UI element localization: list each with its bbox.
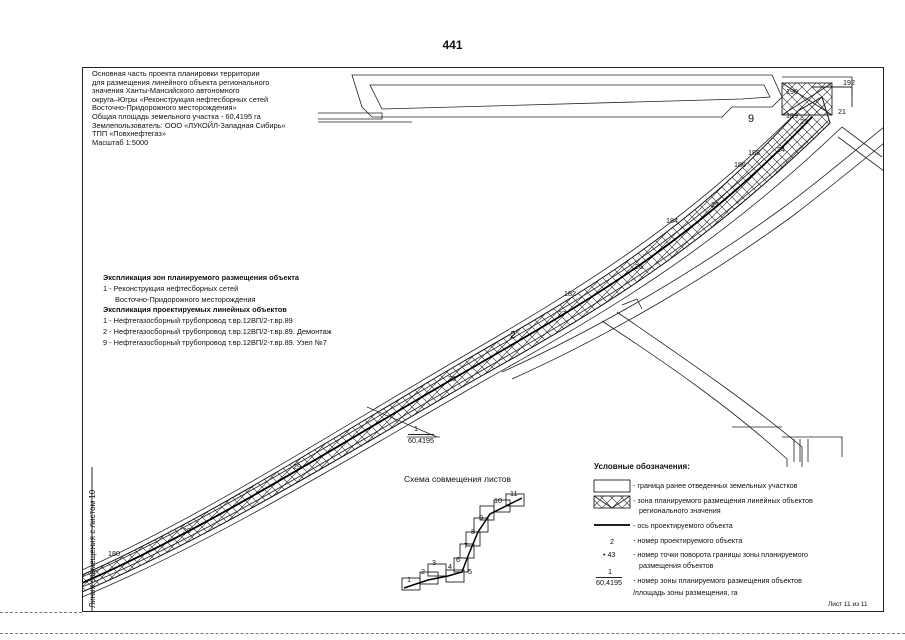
legend-point-sample: • 43 <box>603 550 616 559</box>
scheme-sheet-number: 3 <box>432 558 436 567</box>
scheme-sheet-number: 8 <box>471 527 475 536</box>
title-line: значения Ханты-Мансийского автономного <box>92 86 240 96</box>
point-label: 189 <box>786 111 798 120</box>
point-label: 182 <box>564 289 576 298</box>
title-line: Основная часть проекта планировки террит… <box>92 69 260 78</box>
title-line: округа–Югры «Реконструкция нефтесборных … <box>92 94 269 104</box>
point-label: 26 <box>635 262 643 271</box>
legend-item: - номер зоны планируемого размещения объ… <box>633 576 802 585</box>
scheme-sheet-number: 5 <box>468 567 472 576</box>
legend-point-number-sample: 43 <box>607 550 616 559</box>
legend-symbols <box>593 479 631 526</box>
scale-line: Масштаб 1:5000 <box>92 137 149 147</box>
sheet-scheme <box>401 493 525 591</box>
title-line: для размещения линейного объекта региона… <box>92 77 270 87</box>
legend-object-number-sample: 2 <box>610 537 614 546</box>
legend-zone-number-sample: 1 <box>608 567 612 576</box>
point-label: 180 <box>108 549 120 558</box>
point-label: 188 <box>748 148 760 157</box>
legend-item: регионального значения <box>639 506 721 515</box>
scheme-sheet-number: 6 <box>456 555 460 564</box>
point-label: 29 <box>293 462 301 471</box>
object-number: 2 <box>510 330 516 341</box>
scan-artifact <box>0 612 82 613</box>
scheme-sheet-number: 7 <box>464 541 468 550</box>
scheme-sheet-number: 10 <box>494 496 502 505</box>
title-block: Основная часть проекта планировки террит… <box>92 69 286 147</box>
point-label: 24 <box>777 145 785 154</box>
point-label: 186 <box>734 160 746 169</box>
legend-item: /площадь зоны размещения, га <box>633 588 738 597</box>
sheet-frame <box>82 67 884 612</box>
sheet-footer: Лист 11 из 11 <box>828 601 868 608</box>
legend-title: Условные обозначения: <box>594 462 690 471</box>
legend-item: - ось проектируемого объекта <box>633 521 733 530</box>
legend-item: - номер точки поворота границы зоны план… <box>633 550 809 559</box>
tpp-line: ТПП «Повхнефтегаз» <box>92 129 166 139</box>
scheme-sheet-number: 1 <box>407 575 411 584</box>
planned-zone <box>82 96 831 593</box>
existing-land-boundaries <box>318 74 884 172</box>
scheme-sheet-number: 4 <box>448 562 452 571</box>
point-label: 30 <box>183 526 191 535</box>
legend-zone-area-sample: 60,4195 <box>596 577 622 587</box>
object-item: 2 - Нефтегазосборный трубопровод т.вр.12… <box>103 326 332 336</box>
point-label: 184 <box>666 216 678 225</box>
scheme-title: Схема совмещения листов <box>404 474 512 484</box>
point-label: 21 <box>838 107 846 116</box>
scheme-sheet-number: 11 <box>510 489 518 498</box>
object-number: 9 <box>748 113 755 125</box>
point-label: 190 <box>786 87 798 96</box>
scheme-sheet-number: 9 <box>479 513 483 522</box>
area-line: Общая площадь земельного участка - 60,41… <box>92 111 261 121</box>
legend-boundary-symbol <box>593 479 631 493</box>
scan-artifact <box>0 633 905 634</box>
object-item: 9 - Нефтегазосборный трубопровод т.вр.12… <box>103 337 327 347</box>
legend-item: - номер проектируемого объекта <box>633 536 743 545</box>
objects-explication-title: Экспликация проектируемых линейных объек… <box>103 305 287 315</box>
node-area <box>781 82 853 116</box>
title-line: Восточно-Придорожного месторождения» <box>92 103 237 113</box>
land-user-line: Землепользователь: ООО «ЛУКОЙЛ-Западная … <box>92 120 286 130</box>
object-axis <box>82 116 813 584</box>
zone-area: 60,4195 <box>408 434 434 445</box>
plan-map <box>82 74 884 612</box>
zone-item: 1 - Реконструкция нефтесборных сетей <box>103 283 239 293</box>
zone-number: 1 <box>414 424 418 433</box>
point-label: 28 <box>448 374 456 383</box>
point-label: 192 <box>843 78 855 87</box>
zone-item: Восточно-Придорожного месторождения <box>115 294 256 304</box>
object-item: 1 - Нефтегазосборный трубопровод т.вр.12… <box>103 316 293 326</box>
scheme-sheet-number: 2 <box>421 567 425 576</box>
legend-item: размещения объектов <box>639 561 714 570</box>
page-number: 441 <box>442 38 463 52</box>
point-label: 25 <box>711 200 719 209</box>
legend-item: - граница ранее отведенных земельных уча… <box>633 481 798 490</box>
explication-block: Экспликация зон планируемого размещения … <box>103 273 332 349</box>
zones-explication-title: Экспликация зон планируемого размещения … <box>103 273 300 282</box>
point-label: 23 <box>800 117 808 126</box>
point-dot-icon: • <box>603 550 606 559</box>
side-road <box>601 298 843 467</box>
legend-item: - зона планируемого размещения линейных … <box>633 496 813 505</box>
point-label: 27 <box>558 309 566 318</box>
